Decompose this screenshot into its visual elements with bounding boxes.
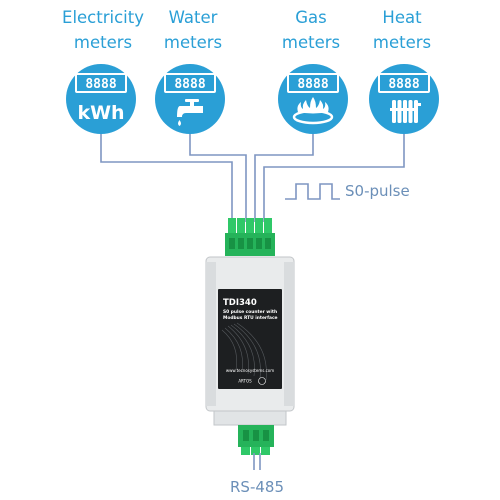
gas-meters-title-line1: Gas (295, 8, 327, 27)
kwh-icon: kWh (77, 102, 124, 124)
water-meters-title-line2: meters (164, 33, 222, 52)
heat-wire (263, 133, 405, 222)
bottom-terminal-block (238, 425, 274, 455)
gas-flame-icon (292, 97, 334, 125)
gas-meters-title-line2: meters (282, 33, 340, 52)
electricity-meter-circle (66, 64, 136, 134)
top-terminal-block (225, 218, 275, 256)
water-display-digits: 8888 (174, 77, 205, 92)
device-description-line1: S0 pulse counter with (223, 309, 277, 315)
electricity-display-digits: 8888 (85, 77, 116, 92)
gas-display-digits: 8888 (297, 77, 328, 92)
radiator-icon (390, 100, 421, 123)
water-meter-icon: 8888 (155, 64, 225, 134)
gas-wire (254, 133, 314, 222)
heat-meters-title-line1: Heat (382, 8, 422, 27)
heat-meter-icon: 8888 (369, 64, 439, 134)
water-meters-title-line1: Water (169, 8, 218, 27)
device-website: www.tecnosystems.com (226, 368, 274, 373)
meter-wires (100, 133, 405, 222)
device-model: TDI340 (223, 298, 257, 308)
electricity-meter-display (75, 73, 127, 93)
tdi340-device: TDI340 S0 pulse counter with Modbus RTU … (205, 256, 295, 426)
water-tap-icon (177, 99, 203, 126)
gas-meter-display (287, 73, 339, 93)
gas-meter-icon: 8888 (278, 64, 348, 134)
device-wave-graphic (221, 322, 267, 381)
water-wire (189, 133, 247, 222)
device-description-line2: Modbus RTU interface (223, 315, 278, 321)
pulse-wave-icon (285, 183, 340, 200)
device-logo-icon (258, 377, 266, 385)
electricity-meters-title-line2: meters (74, 33, 132, 52)
device-brand: ARTOS (238, 379, 252, 384)
electricity-meters-title-line1: Electricity (62, 8, 144, 27)
water-meter-display (164, 73, 216, 93)
electricity-meter-icon: 8888 kWh (66, 64, 136, 134)
heat-meter-circle (369, 64, 439, 134)
heat-display-digits: 8888 (388, 77, 419, 92)
electricity-wire (100, 133, 233, 222)
rs485-label: RS-485 (230, 478, 284, 496)
rs485-wires (253, 453, 261, 470)
s0-pulse-label: S0-pulse (345, 182, 410, 200)
heat-meter-display (378, 73, 430, 93)
heat-meters-title-line2: meters (373, 33, 431, 52)
